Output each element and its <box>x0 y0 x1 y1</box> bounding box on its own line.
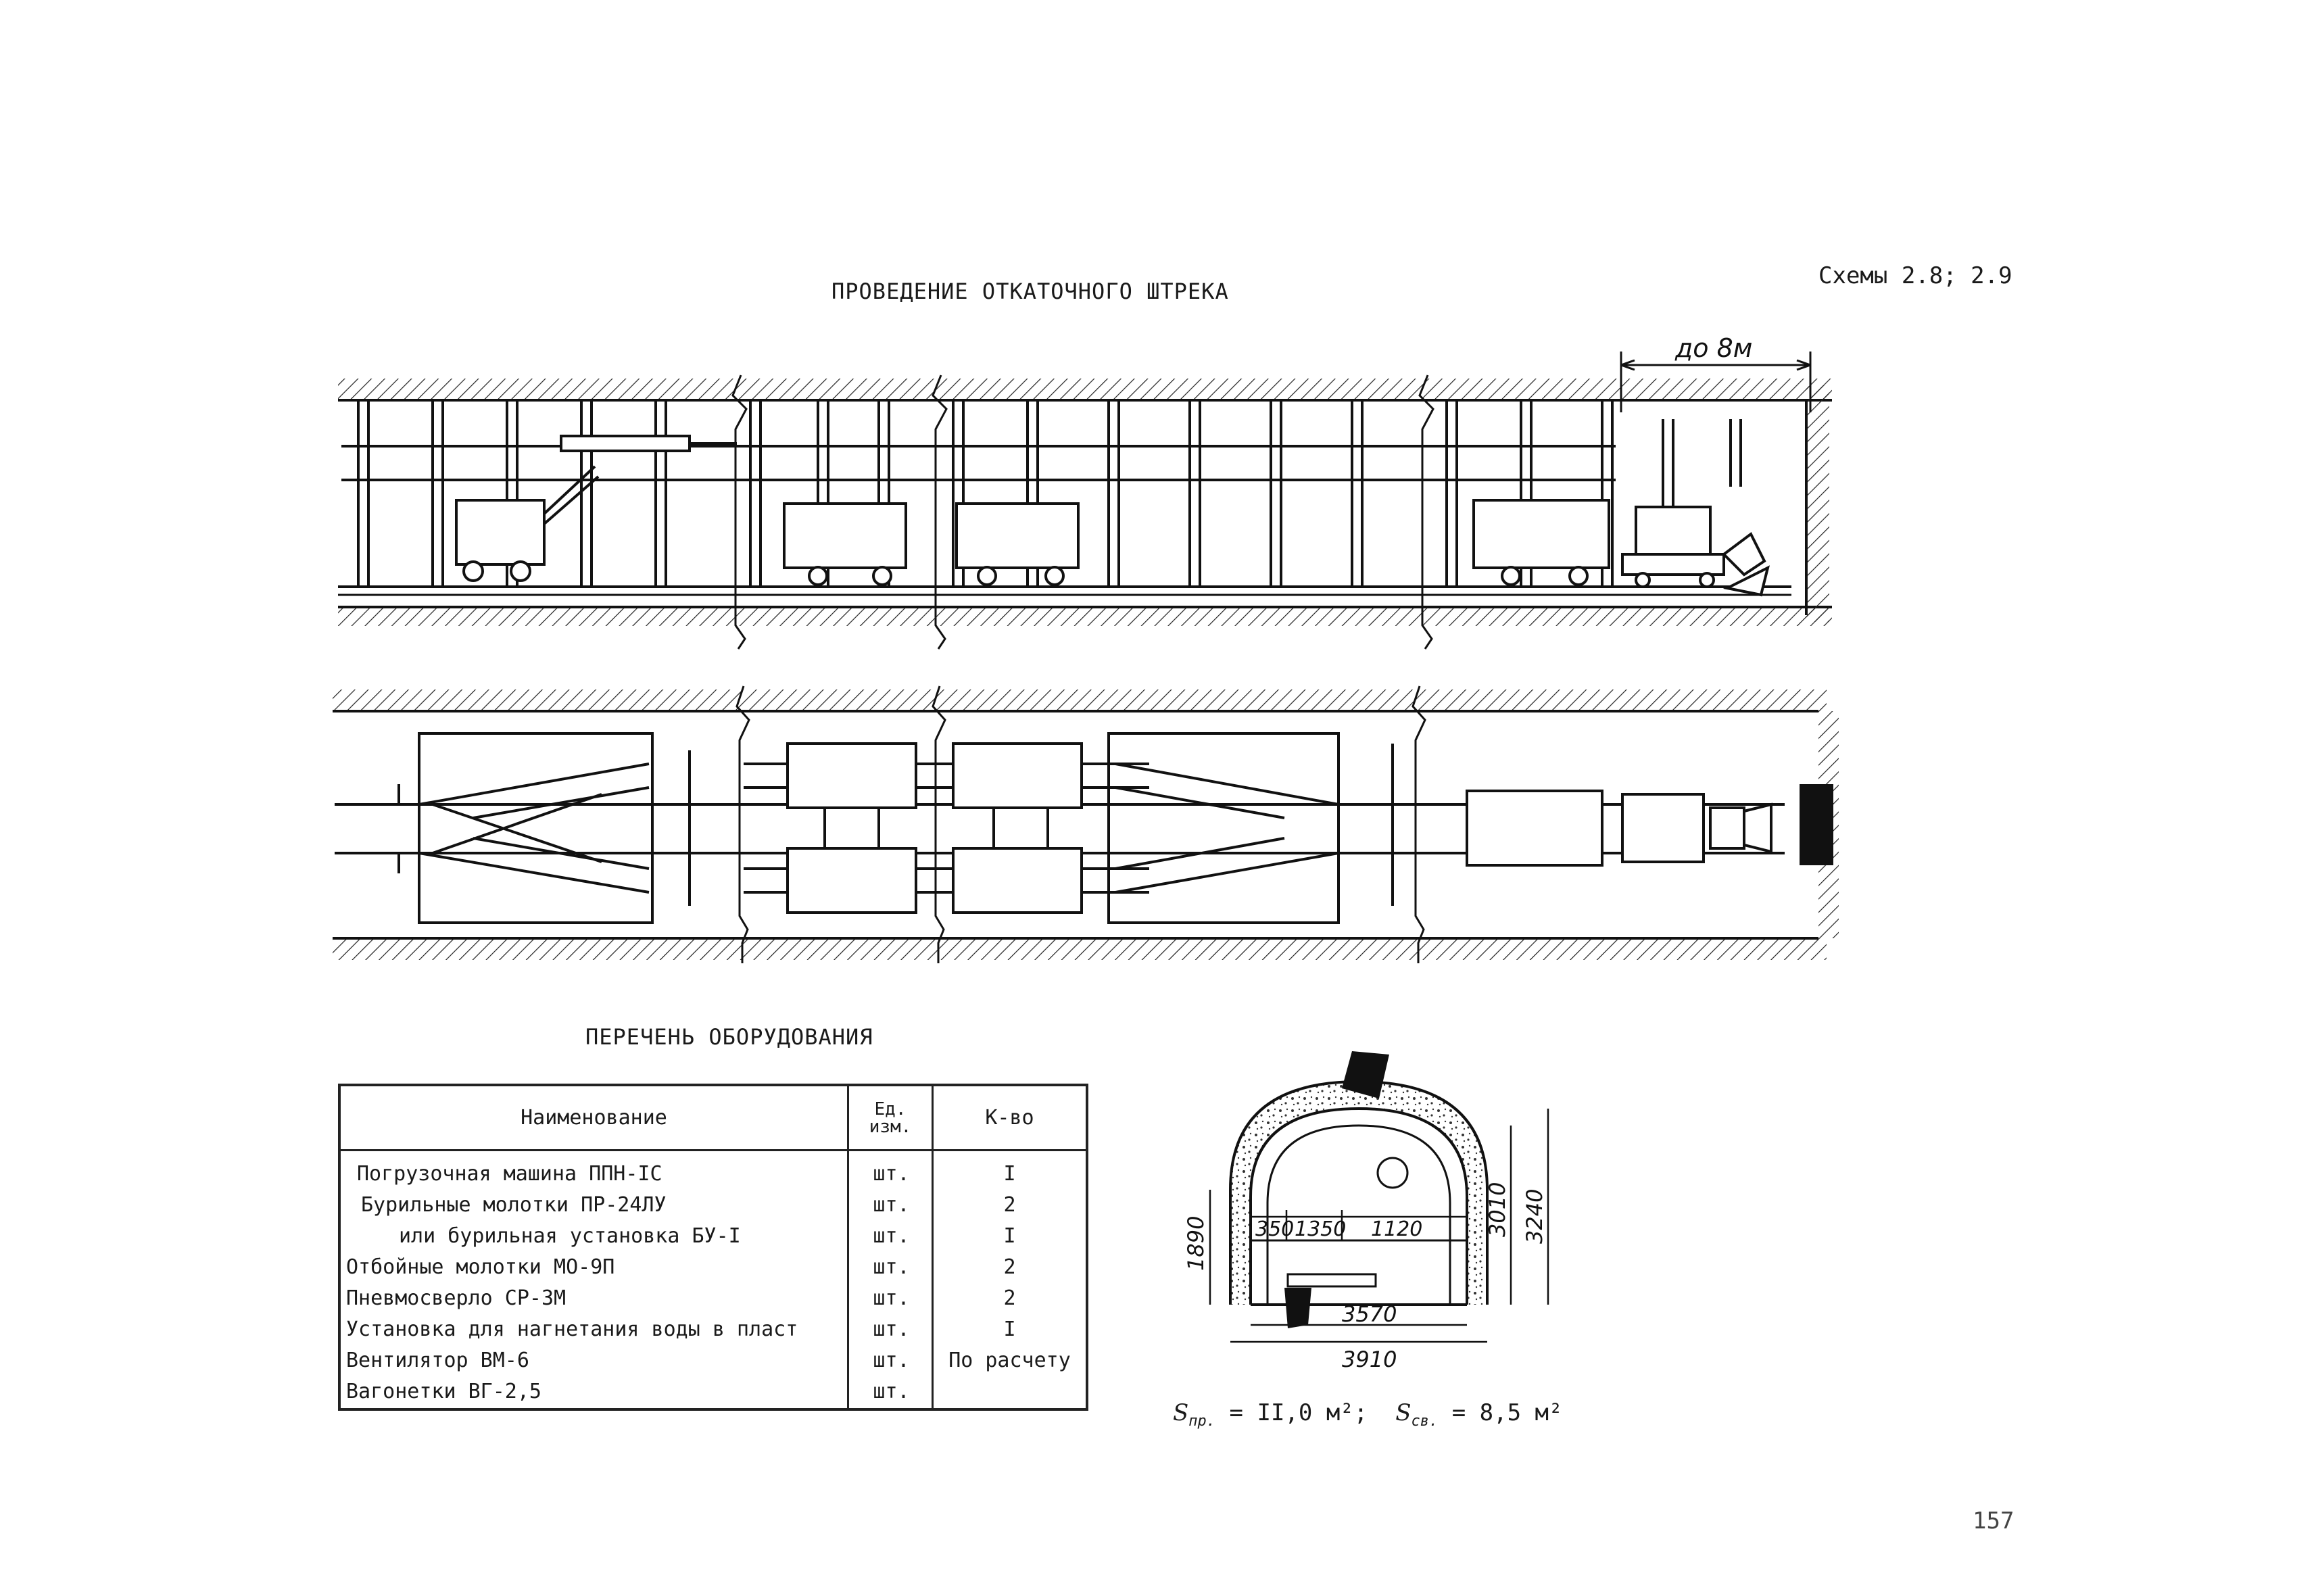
face-distance-label: до 8м <box>1674 333 1752 363</box>
longitudinal-section: до 8м <box>338 333 1832 650</box>
column-divider <box>847 1151 849 1408</box>
row-qty: I <box>1003 1317 1016 1341</box>
plan-view <box>333 685 1839 963</box>
table-row: Пневмосверло СР-3М шт. 2 <box>341 1286 1086 1317</box>
table-row: Погрузочная машина ППН-IC шт. I <box>341 1162 1086 1193</box>
col-header-unit: Ед. изм. <box>849 1086 934 1151</box>
scheme-reference: Схемы 2.8; 2.9 <box>1818 262 2012 289</box>
s-pr-subscript: пр. <box>1188 1412 1216 1430</box>
row-name: Погрузочная машина ППН-IC <box>357 1162 662 1186</box>
row-unit: шт. <box>873 1162 910 1186</box>
row-name: или бурильная установка БУ-I <box>399 1224 741 1248</box>
table-row: Бурильные молотки ПР-24ЛУ шт. 2 <box>341 1193 1086 1224</box>
row-unit: шт. <box>873 1286 910 1310</box>
row-qty: 2 <box>1003 1193 1016 1217</box>
dim-3010: 3010 <box>1485 1182 1510 1237</box>
row-qty: I <box>1003 1162 1016 1186</box>
row-unit: шт. <box>873 1255 910 1279</box>
row-name: Отбойные молотки МО-9П <box>346 1255 615 1279</box>
col-header-qty: К-во <box>934 1086 1086 1151</box>
dim-1890: 1890 <box>1183 1216 1209 1271</box>
row-qty: 2 <box>1003 1255 1016 1279</box>
equipment-list-title: ПЕРЕЧЕНЬ ОБОРУДОВАНИЯ <box>585 1024 873 1050</box>
area-formula: Sпр. = II,0 м²; Sсв. = 8,5 м² <box>1173 1399 1562 1430</box>
table-row: Отбойные молотки МО-9П шт. 2 <box>341 1255 1086 1286</box>
row-unit: шт. <box>873 1193 910 1217</box>
row-name: Вагонетки ВГ-2,5 <box>346 1380 541 1403</box>
row-qty: I <box>1003 1224 1016 1248</box>
dim-350: 350 <box>1255 1217 1294 1241</box>
table-row: Вагонетки ВГ-2,5 шт. <box>341 1380 1086 1411</box>
row-unit: шт. <box>873 1317 910 1341</box>
page-number: 157 <box>1973 1507 2015 1534</box>
col-header-unit-line1: Ед. <box>874 1098 907 1119</box>
col-header-name: Наименование <box>341 1086 849 1151</box>
dim-3570: 3570 <box>1342 1301 1397 1327</box>
row-name: Установка для нагнетания воды в пласт <box>346 1317 798 1341</box>
row-unit: шт. <box>873 1349 910 1372</box>
row-name: Бурильные молотки ПР-24ЛУ <box>361 1193 667 1217</box>
s-pr-symbol: S <box>1173 1399 1189 1426</box>
row-qty: По расчету <box>948 1349 1071 1372</box>
equipment-table: Наименование Ед. изм. К-во Погрузочная м… <box>338 1084 1088 1411</box>
row-name: Пневмосверло СР-3М <box>346 1286 566 1310</box>
table-row: Вентилятор ВМ-6 шт. По расчету <box>341 1349 1086 1380</box>
dim-3240: 3240 <box>1522 1189 1547 1244</box>
s-sv-symbol: S <box>1395 1399 1412 1426</box>
dim-1350: 1350 <box>1295 1217 1346 1241</box>
column-divider <box>932 1151 934 1408</box>
row-unit: шт. <box>873 1380 910 1403</box>
col-header-unit-line2: изм. <box>869 1116 912 1137</box>
s-pr-value: = II,0 м²; <box>1229 1399 1368 1426</box>
table-row: Установка для нагнетания воды в пласт шт… <box>341 1317 1086 1349</box>
document-title: ПРОВЕДЕНИЕ ОТКАТОЧНОГО ШТРЕКА <box>831 279 1229 304</box>
dim-1120: 1120 <box>1371 1217 1422 1241</box>
table-row: или бурильная установка БУ-I шт. I <box>341 1224 1086 1255</box>
row-unit: шт. <box>873 1224 910 1248</box>
dim-3910: 3910 <box>1342 1347 1397 1372</box>
row-name: Вентилятор ВМ-6 <box>346 1349 529 1372</box>
s-sv-subscript: св. <box>1411 1412 1439 1430</box>
cross-section: 350 1350 1120 3570 3910 1890 3010 3240 <box>1183 1051 1549 1372</box>
s-sv-value: = 8,5 м² <box>1451 1399 1563 1426</box>
row-qty: 2 <box>1003 1286 1016 1310</box>
